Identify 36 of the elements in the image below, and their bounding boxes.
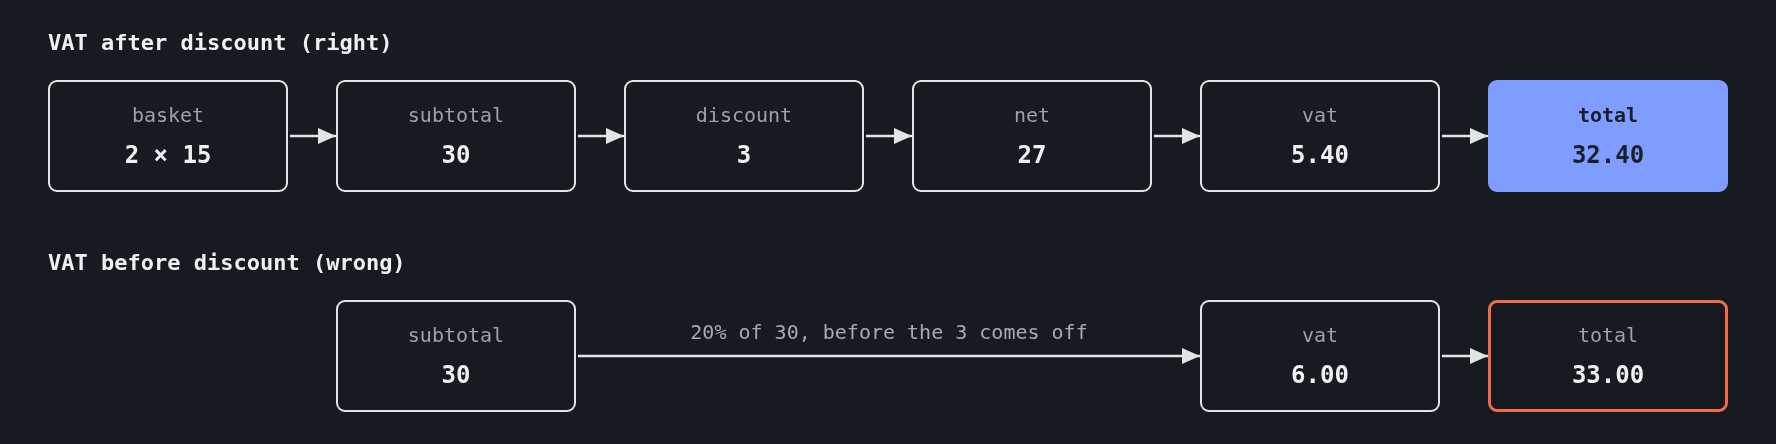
node-label: total <box>1577 102 1639 127</box>
process-box <box>1200 300 1440 412</box>
error-result-box <box>1488 300 1728 412</box>
section-heading: VAT after discount (right) <box>48 30 393 57</box>
node-value: 30 <box>441 360 471 390</box>
node-value: 2 × 15 <box>124 140 212 170</box>
node-value: 32.40 <box>1571 140 1645 170</box>
node-label: total <box>1577 322 1639 347</box>
arrow <box>290 128 336 144</box>
process-box <box>336 300 576 412</box>
arrow <box>578 128 624 144</box>
arrow <box>866 128 912 144</box>
node-label: basket <box>131 102 205 127</box>
node-label: net <box>1013 102 1051 127</box>
node-value: 5.40 <box>1291 140 1349 170</box>
arrow <box>1442 128 1488 144</box>
node-label: vat <box>1301 102 1339 127</box>
node-value: 27 <box>1017 140 1047 170</box>
arrow <box>1154 128 1200 144</box>
process-box <box>1200 80 1440 192</box>
node-label: vat <box>1301 322 1339 347</box>
arrow <box>1442 348 1488 364</box>
process-box <box>48 80 288 192</box>
arrow <box>578 348 1200 364</box>
process-box <box>624 80 864 192</box>
node-value: 6.00 <box>1291 360 1349 390</box>
node-value: 3 <box>736 140 752 170</box>
process-box <box>912 80 1152 192</box>
node-label: discount <box>695 102 793 127</box>
process-box <box>336 80 576 192</box>
node-value: 33.00 <box>1571 360 1645 390</box>
node-label: subtotal <box>407 102 505 127</box>
result-box <box>1488 80 1728 192</box>
node-value: 30 <box>441 140 471 170</box>
node-label: subtotal <box>407 322 505 347</box>
section-heading: VAT before discount (wrong) <box>48 250 406 277</box>
